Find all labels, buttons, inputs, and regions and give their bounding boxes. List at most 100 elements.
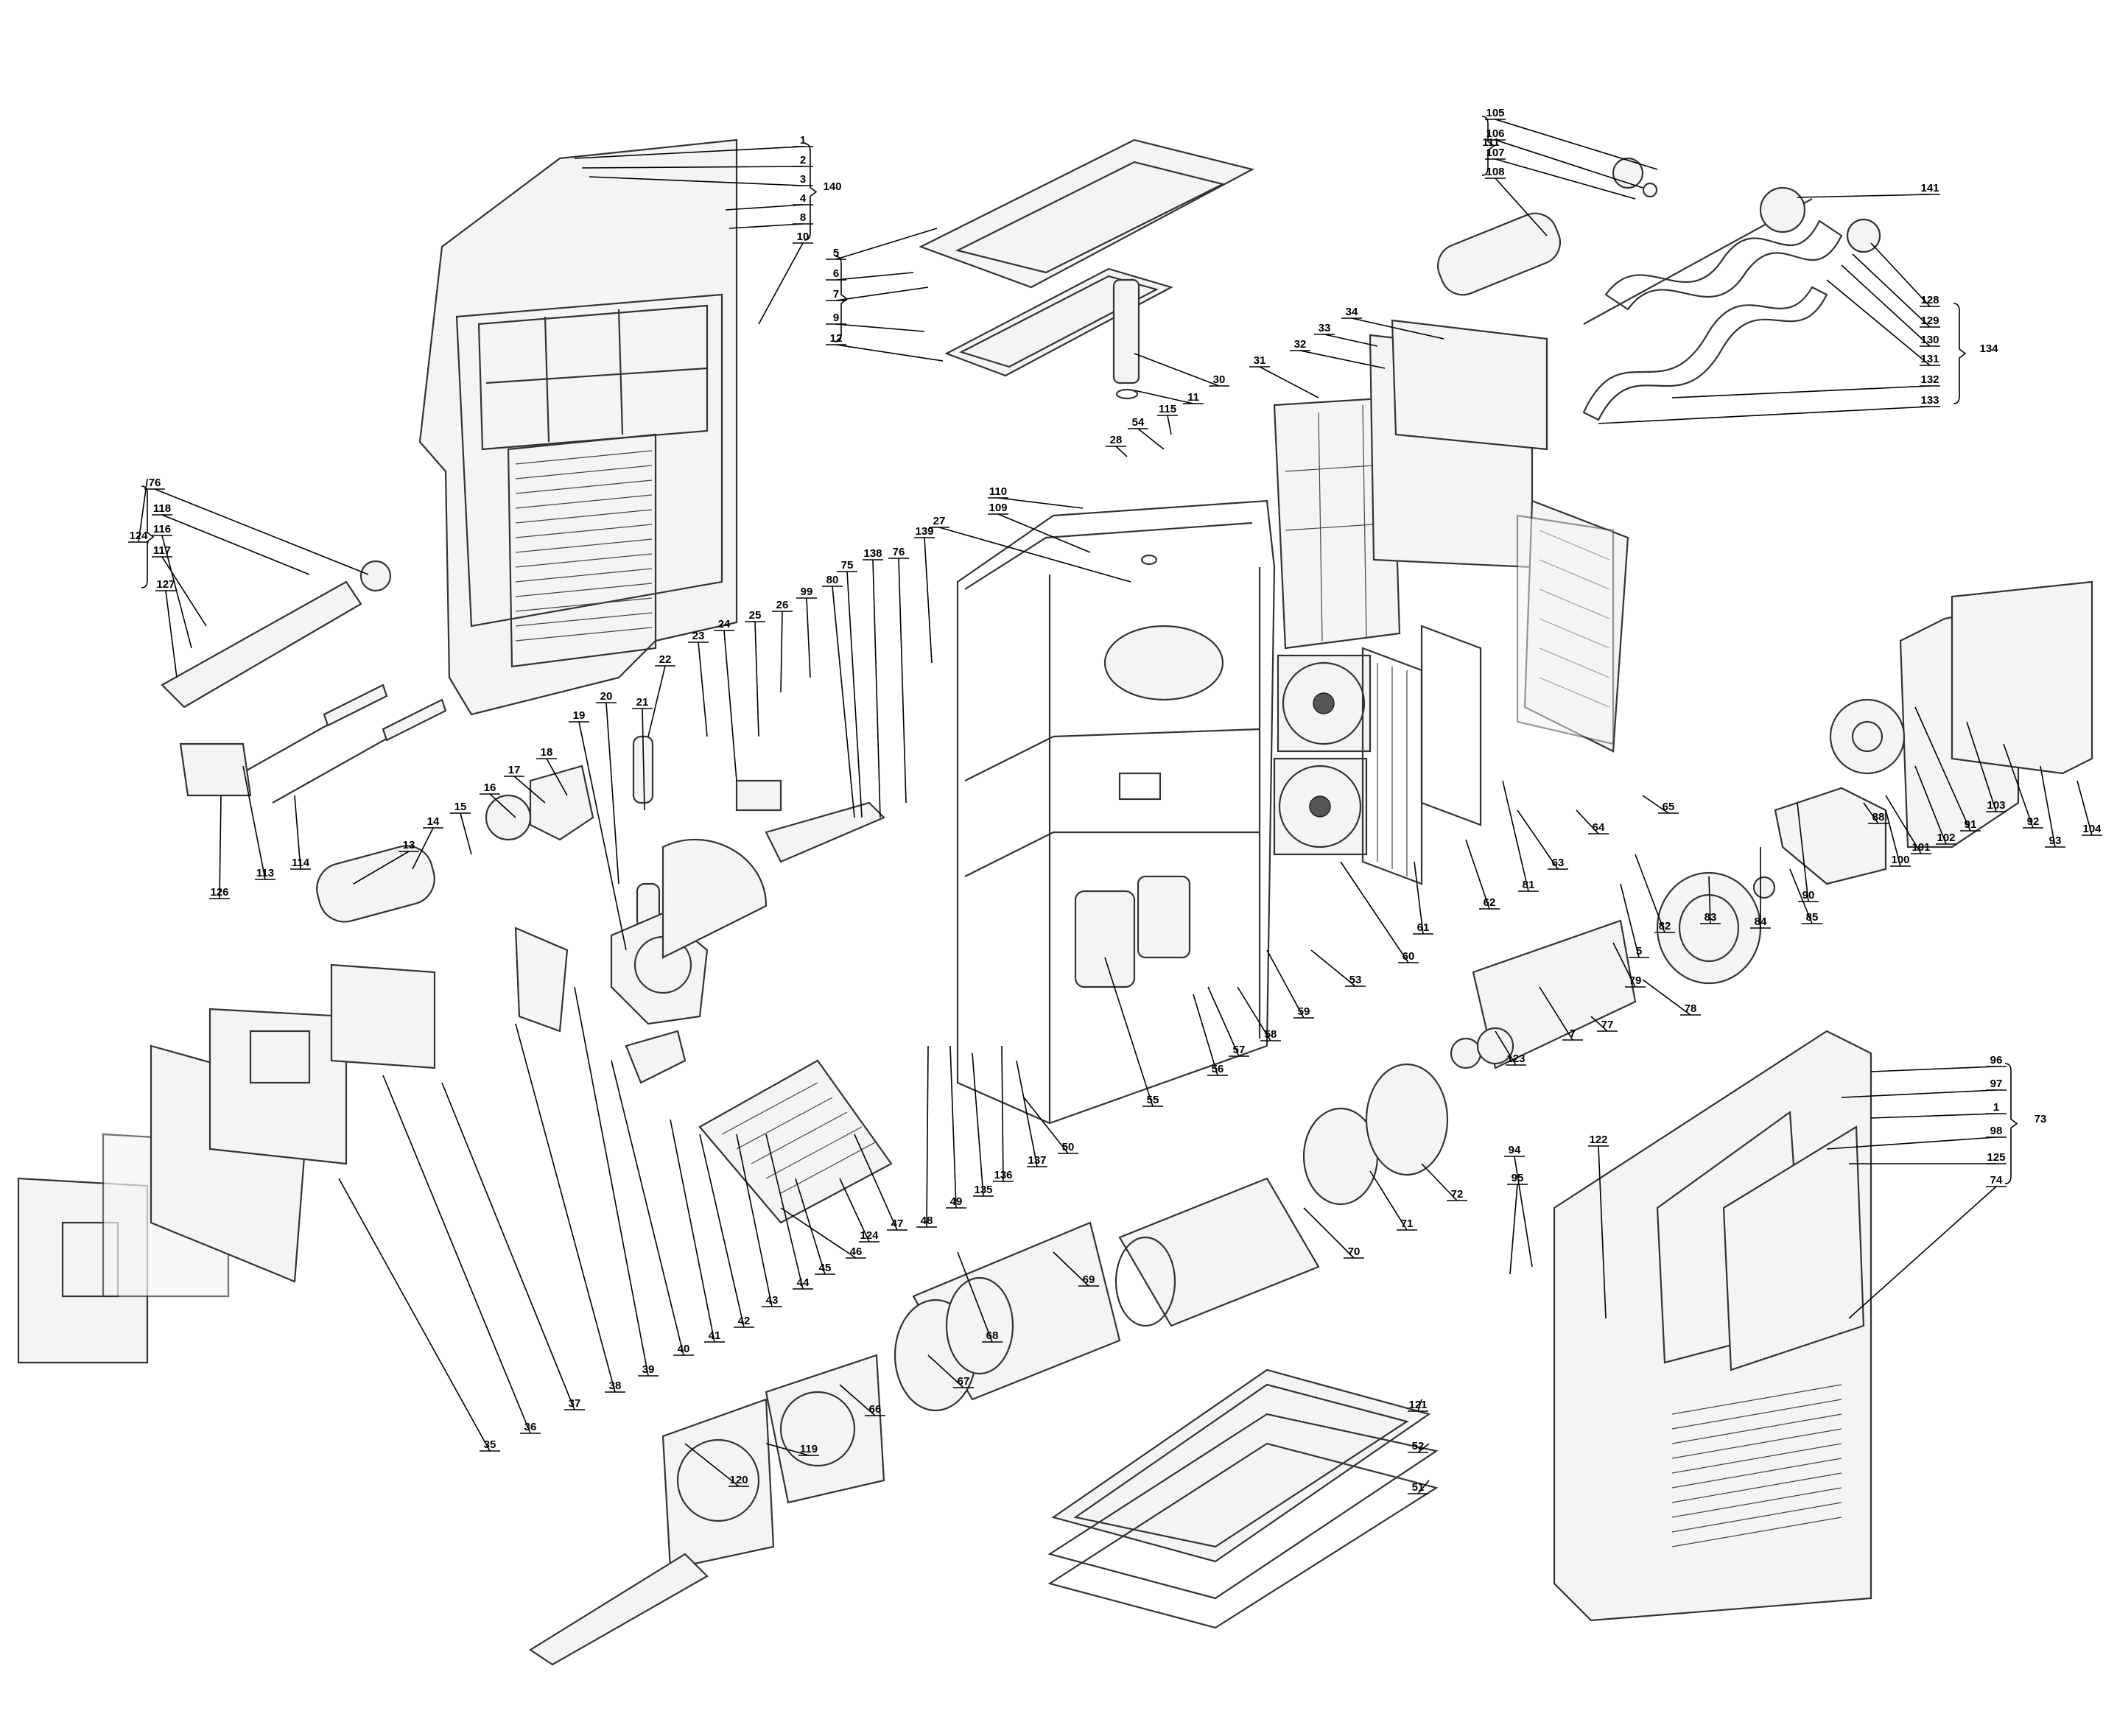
leader-line [1797,802,1809,902]
leader-line [1517,809,1559,870]
leader-line [382,1075,531,1434]
group-bracket [2004,1063,2018,1184]
part-number-label: 62 [1484,896,1496,909]
leader-line [589,176,804,186]
part-number-label: 107 [1486,147,1504,159]
part-number-label: 76 [149,477,161,489]
part-number-label: 13 [403,839,415,851]
part-number-label: 123 [1506,1053,1525,1065]
part-number-label: 22 [659,653,672,666]
part-number-label: 90 [1802,889,1815,902]
part-number-label: 30 [1213,373,1226,386]
part-number-label: 137 [1028,1154,1046,1167]
leader-line [460,812,472,855]
part-number-label: 114 [292,857,310,869]
part-number-label: 92 [2027,815,2040,828]
leader-line [1848,1186,1997,1319]
part-number-label: 18 [541,746,553,759]
leader-line [1495,178,1548,236]
part-number-label: 1 [1993,1101,1999,1114]
part-number-label: 2 [800,154,806,166]
leader-line [699,1134,745,1328]
part-number-label: 102 [1937,832,1955,844]
part-number-label: 118 [153,502,171,515]
leader-line [924,537,933,664]
part-number-label: 53 [1349,974,1362,986]
part-number-label: 23 [692,630,705,642]
part-number-label: 108 [1486,166,1504,178]
condenser-assembly-part [1273,319,1629,885]
leader-lines [128,116,2102,1494]
leader-line [835,323,925,332]
part-number-label: 65 [1663,801,1675,813]
part-number-label: 101 [1911,841,1930,854]
part-number-label: 9 [833,312,839,324]
leader-line [898,558,907,804]
part-number-label: 60 [1402,950,1415,963]
part-number-label: 78 [1685,1002,1697,1015]
part-number-label: 38 [609,1380,622,1392]
leader-line [489,793,516,818]
part-number-label: 96 [1990,1054,2003,1066]
leader-line [441,1082,575,1410]
leader-line [1137,428,1165,450]
part-number-label: 57 [1233,1044,1246,1056]
leader-line [1053,1251,1089,1287]
leader-line [574,986,649,1377]
part-number-label: 128 [1920,294,1939,306]
leader-line [1870,242,1931,307]
part-number-label: 117 [153,544,171,557]
part-number-label: 46 [850,1245,863,1258]
leader-line [1539,986,1573,1041]
leader-line [1852,253,1931,328]
leader-line [1421,1163,1458,1201]
side-panel-part [1450,919,1872,1622]
part-number-label: 126 [210,886,228,899]
leader-line [1598,406,1931,424]
part-number-label: 43 [766,1294,779,1307]
leader-line [949,1045,957,1209]
part-number-label: 3 [800,173,806,186]
part-number-label: 66 [869,1403,882,1416]
part-number-label: 71 [1401,1217,1414,1230]
part-number-label: 16 [484,781,496,794]
part-number-label: 99 [801,586,813,598]
leader-line [2003,743,2034,829]
leader-line [835,228,938,260]
leader-line [754,621,759,737]
leader-line [1870,1113,1997,1119]
part-number-label: 127 [156,578,175,591]
leader-line [780,611,783,693]
leader-line [1237,986,1271,1041]
leader-line [1303,1207,1355,1259]
leader-line [1841,264,1931,347]
part-number-label: 116 [153,523,171,535]
part-number-label: 1 [800,134,806,147]
leader-line [605,702,619,885]
part-number-label: 113 [256,867,274,879]
part-number-label: 131 [1920,353,1939,365]
leader-line [1104,957,1154,1107]
leader-line [1502,780,1529,892]
part-number-label: 21 [636,696,649,709]
part-number-label: 100 [1891,854,1909,866]
leader-line [684,1443,740,1487]
part-number-label: 41 [709,1329,721,1342]
leader-line [1966,721,1997,812]
part-number-label: 37 [569,1397,581,1410]
leader-line [832,586,855,818]
freezing-cylinder-part [528,1063,1449,1666]
leader-line [1495,1030,1517,1066]
leader-line [725,204,804,211]
part-number-label: 24 [718,618,731,630]
part-number-label: 40 [678,1343,690,1355]
group-bracket [1481,116,1495,176]
part-number-label: 76 [893,546,905,558]
part-number-label: 81 [1523,879,1535,891]
leader-line [154,488,369,575]
leader-line [758,242,804,325]
part-number-label: 67 [958,1375,970,1388]
leader-line [574,146,804,159]
part-number-label: 6 [833,267,839,280]
door-panels-part [17,927,569,1364]
